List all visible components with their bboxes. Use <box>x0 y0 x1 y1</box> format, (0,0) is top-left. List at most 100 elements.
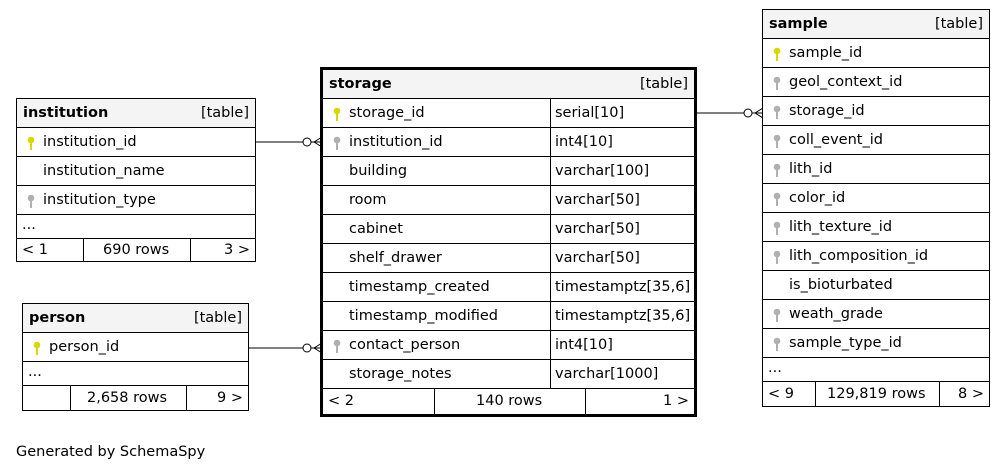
column-row[interactable]: lith_id <box>763 155 989 184</box>
column-name: is_bioturbated <box>789 277 893 293</box>
relation-storage-sample <box>696 107 764 119</box>
children-count[interactable]: 1 > <box>663 393 689 409</box>
primary-key-icon <box>773 47 781 61</box>
table-name: sample <box>769 16 828 32</box>
column-name: cabinet <box>349 221 403 237</box>
column-name: geol_context_id <box>789 74 903 90</box>
column-row[interactable]: timestamp_created timestamptz[35,6] <box>323 273 694 302</box>
children-count[interactable]: 9 > <box>217 390 243 406</box>
table-type: [table] <box>934 16 983 32</box>
table-header[interactable]: person [table] <box>23 304 248 333</box>
column-name: color_id <box>789 190 846 206</box>
table-header[interactable]: sample [table] <box>763 10 989 39</box>
column-datatype: timestamptz[35,6] <box>550 273 690 301</box>
relation-person-storage <box>249 342 323 354</box>
parents-count[interactable]: < 9 <box>768 386 794 402</box>
primary-key-icon <box>333 107 341 121</box>
primary-key-icon <box>33 341 41 355</box>
column-row[interactable]: weath_grade <box>763 300 989 329</box>
table-storage[interactable]: storage [table] storage_id serial[10] in… <box>320 67 697 417</box>
column-row[interactable]: geol_context_id <box>763 68 989 97</box>
column-row[interactable]: room varchar[50] <box>323 186 694 215</box>
primary-key-icon <box>27 136 35 150</box>
column-name: institution_name <box>43 163 165 179</box>
column-datatype: varchar[1000] <box>550 360 658 388</box>
table-name: person <box>29 310 86 326</box>
column-name: storage_notes <box>349 366 452 382</box>
column-datatype: int4[10] <box>550 331 613 359</box>
table-footer: < 1 690 rows 3 > <box>17 239 255 261</box>
table-footer: < 9 129,819 rows 8 > <box>763 382 989 406</box>
column-name: sample_id <box>789 45 863 61</box>
relation-institution-storage <box>256 136 323 148</box>
table-name: storage <box>329 76 392 92</box>
generated-by-text: Generated by SchemaSpy <box>16 444 206 460</box>
column-row[interactable]: timestamp_modified timestamptz[35,6] <box>323 302 694 331</box>
table-institution[interactable]: institution [table] institution_id insti… <box>16 98 256 262</box>
table-header[interactable]: storage [table] <box>323 70 694 99</box>
more-columns-ellipsis: ... <box>28 364 42 380</box>
column-name: building <box>349 163 408 179</box>
foreign-key-icon <box>333 136 341 150</box>
column-row[interactable]: lith_texture_id <box>763 213 989 242</box>
table-footer: < 2 140 rows 1 > <box>323 389 694 414</box>
column-datatype: serial[10] <box>550 99 624 127</box>
column-name: lith_composition_id <box>789 248 929 264</box>
column-datatype: varchar[50] <box>550 186 640 214</box>
column-row[interactable]: person_id <box>23 333 248 362</box>
column-name: lith_texture_id <box>789 219 893 235</box>
column-name: institution_id <box>349 134 443 150</box>
ellipsis-row: ... <box>23 362 248 386</box>
column-row[interactable]: cabinet varchar[50] <box>323 215 694 244</box>
column-name: shelf_drawer <box>349 250 442 266</box>
parents-count[interactable]: < 2 <box>328 393 354 409</box>
column-name: lith_id <box>789 161 833 177</box>
foreign-key-icon <box>333 339 341 353</box>
column-name: contact_person <box>349 337 461 353</box>
column-row[interactable]: storage_id <box>763 97 989 126</box>
foreign-key-icon <box>773 192 781 206</box>
column-row[interactable]: contact_person int4[10] <box>323 331 694 360</box>
row-count: 690 rows <box>103 242 170 258</box>
more-columns-ellipsis: ... <box>768 360 782 376</box>
table-name: institution <box>23 105 109 121</box>
table-footer: 2,658 rows 9 > <box>23 386 248 410</box>
foreign-key-icon <box>773 337 781 351</box>
column-name: storage_id <box>349 105 425 121</box>
column-datatype: timestamptz[35,6] <box>550 302 690 330</box>
column-row[interactable]: institution_id int4[10] <box>323 128 694 157</box>
column-row[interactable]: storage_notes varchar[1000] <box>323 360 694 389</box>
parents-count[interactable]: < 1 <box>22 242 48 258</box>
row-count: 2,658 rows <box>87 390 168 406</box>
foreign-key-icon <box>773 221 781 235</box>
column-row[interactable]: building varchar[100] <box>323 157 694 186</box>
column-row[interactable]: institution_type <box>17 186 255 215</box>
column-name: institution_id <box>43 134 137 150</box>
foreign-key-icon <box>773 134 781 148</box>
column-name: person_id <box>49 339 120 355</box>
ellipsis-row: ... <box>763 358 989 382</box>
table-sample[interactable]: sample [table] sample_id geol_context_id… <box>762 9 990 407</box>
column-row[interactable]: institution_id <box>17 128 255 157</box>
column-datatype: varchar[100] <box>550 157 649 185</box>
table-type: [table] <box>639 76 688 92</box>
column-row[interactable]: storage_id serial[10] <box>323 99 694 128</box>
row-count: 129,819 rows <box>827 386 926 402</box>
column-row[interactable]: color_id <box>763 184 989 213</box>
children-count[interactable]: 8 > <box>958 386 984 402</box>
children-count[interactable]: 3 > <box>224 242 250 258</box>
column-row[interactable]: shelf_drawer varchar[50] <box>323 244 694 273</box>
column-row[interactable]: is_bioturbated <box>763 271 989 300</box>
column-row[interactable]: coll_event_id <box>763 126 989 155</box>
column-row[interactable]: sample_type_id <box>763 329 989 358</box>
more-columns-ellipsis: ... <box>22 217 36 233</box>
column-row[interactable]: sample_id <box>763 39 989 68</box>
table-type: [table] <box>200 105 249 121</box>
table-header[interactable]: institution [table] <box>17 99 255 128</box>
foreign-key-icon <box>773 308 781 322</box>
column-name: weath_grade <box>789 306 883 322</box>
column-row[interactable]: lith_composition_id <box>763 242 989 271</box>
table-person[interactable]: person [table] person_id ... 2,658 rows … <box>22 303 249 411</box>
column-row[interactable]: institution_name <box>17 157 255 186</box>
column-name: sample_type_id <box>789 335 902 351</box>
